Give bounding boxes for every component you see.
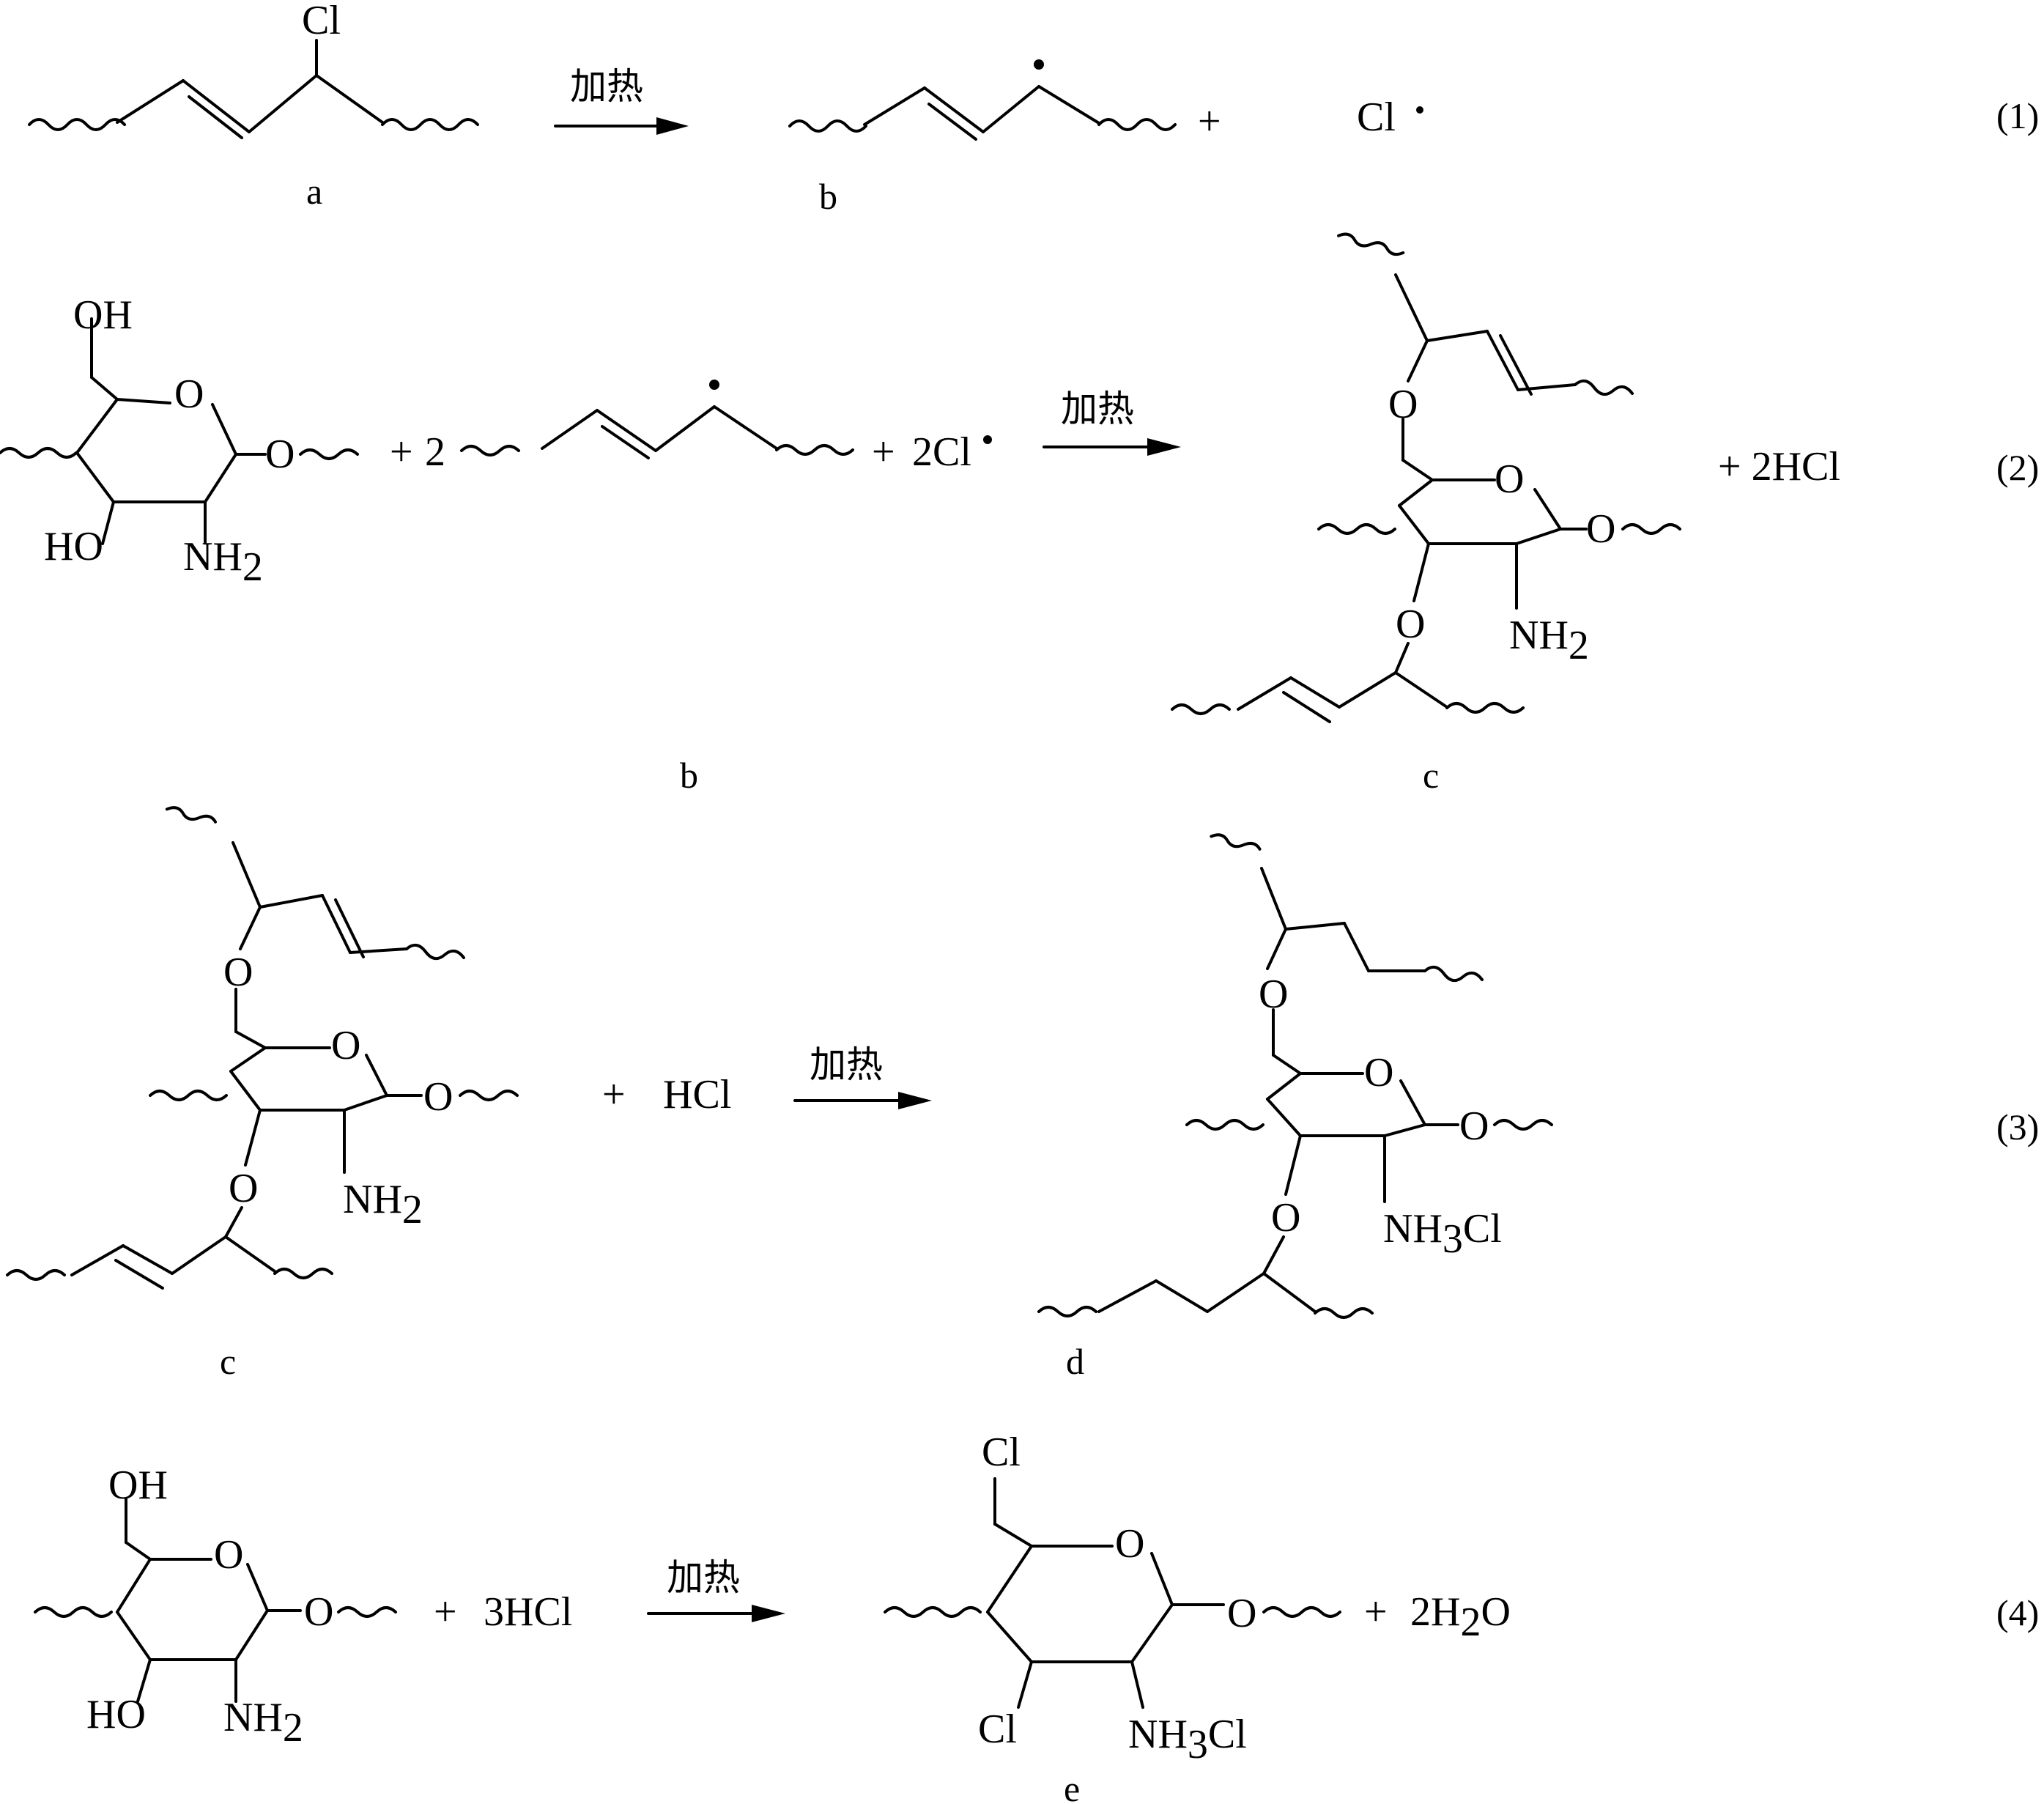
chlorine-substituent: Cl bbox=[978, 1707, 1017, 1752]
hcl-reagent: HCl bbox=[663, 1072, 731, 1117]
chlorine-substituent: Cl bbox=[982, 1430, 1021, 1475]
reaction-2: OH O O HO NH2 + 2 + 2Cl b 加热 bbox=[0, 232, 2039, 796]
chlorine-radical: 2Cl bbox=[912, 429, 971, 475]
ether-oxygen: O bbox=[1271, 1195, 1300, 1241]
glucosamine-reactant: OH O O HO NH2 bbox=[34, 1463, 397, 1751]
oh-group: OH bbox=[73, 292, 133, 338]
glycosidic-oxygen: O bbox=[265, 432, 295, 477]
glycosidic-oxygen: O bbox=[1459, 1104, 1489, 1149]
plus-sign: + bbox=[872, 429, 895, 475]
ether-oxygen: O bbox=[229, 1166, 258, 1211]
label-a: a bbox=[306, 171, 322, 212]
compound-a-structure: Cl bbox=[28, 0, 479, 139]
ring-oxygen: O bbox=[174, 371, 204, 417]
label-e: e bbox=[1064, 1768, 1080, 1804]
reaction-number: (2) bbox=[1996, 447, 2039, 488]
ether-oxygen: O bbox=[1388, 382, 1418, 427]
oh-group: OH bbox=[108, 1463, 168, 1508]
arrow-label-heat: 加热 bbox=[570, 65, 643, 108]
glycosidic-oxygen: O bbox=[1586, 506, 1615, 552]
glycosidic-oxygen: O bbox=[423, 1074, 453, 1120]
reaction-arrow bbox=[647, 1605, 785, 1622]
ring-oxygen: O bbox=[214, 1532, 243, 1578]
reaction-number: (3) bbox=[1996, 1106, 2039, 1147]
label-c: c bbox=[1423, 755, 1439, 796]
ring-oxygen: O bbox=[331, 1023, 360, 1068]
compound-b-structure bbox=[788, 59, 1177, 141]
chlorine-radical: Cl bbox=[1357, 95, 1396, 140]
glycosidic-oxygen: O bbox=[304, 1589, 333, 1635]
ring-oxygen: O bbox=[1115, 1521, 1144, 1567]
amino-group: NH2 bbox=[223, 1695, 303, 1751]
compound-c-structure: O O O O NH2 bbox=[1171, 232, 1681, 723]
glycosidic-oxygen: O bbox=[1227, 1591, 1256, 1636]
reaction-number: (1) bbox=[1996, 95, 2039, 136]
reaction-1: Cl a 加热 + Cl b (1) bbox=[28, 0, 2039, 217]
hcl-reagent: 3HCl bbox=[484, 1589, 572, 1635]
reaction-arrow bbox=[554, 117, 689, 135]
arrow-label-heat: 加热 bbox=[810, 1043, 883, 1086]
radical-dot bbox=[1034, 59, 1044, 70]
ammonium-chloride-group: NH3Cl bbox=[1128, 1712, 1247, 1767]
ho-group: HO bbox=[86, 1692, 146, 1737]
ring-oxygen: O bbox=[1495, 456, 1524, 502]
arrow-label-heat: 加热 bbox=[1061, 388, 1134, 430]
plus-sign: + bbox=[1198, 99, 1221, 144]
radical-dot bbox=[1416, 106, 1423, 114]
side-product-hcl: + 2HCl bbox=[1718, 444, 1840, 489]
compound-d-structure: O O O O NH3Cl bbox=[1037, 833, 1553, 1319]
amino-group: NH2 bbox=[1509, 613, 1589, 668]
reaction-number: (4) bbox=[1996, 1592, 2039, 1633]
arrow-label-heat: 加热 bbox=[667, 1556, 740, 1599]
ho-group: HO bbox=[44, 524, 103, 569]
plus-sign: + bbox=[602, 1072, 626, 1117]
label-d: d bbox=[1066, 1341, 1084, 1382]
radical-dot bbox=[709, 380, 719, 390]
reaction-4: OH O O HO NH2 + 3HCl 加热 Cl bbox=[34, 1430, 2039, 1804]
ether-oxygen: O bbox=[1259, 972, 1288, 1017]
reaction-arrow bbox=[1043, 438, 1181, 456]
label-b: b bbox=[819, 176, 837, 217]
reaction-arrow bbox=[793, 1092, 932, 1109]
label-c: c bbox=[220, 1341, 236, 1382]
ring-oxygen: O bbox=[1364, 1050, 1393, 1095]
compound-b-structure bbox=[460, 380, 854, 459]
amino-group: NH2 bbox=[183, 534, 263, 590]
compound-e-structure: Cl O O Cl NH3Cl bbox=[884, 1430, 1341, 1767]
plus-sign: + bbox=[434, 1589, 457, 1635]
reaction-3: O O O O NH2 c + HCl 加热 bbox=[6, 806, 2039, 1382]
water-product: 2H2O bbox=[1410, 1589, 1511, 1645]
radical-dot bbox=[983, 435, 992, 444]
coefficient: 2 bbox=[425, 429, 445, 475]
label-b: b bbox=[680, 755, 698, 796]
plus-sign: + bbox=[1364, 1589, 1388, 1635]
ammonium-chloride-group: NH3Cl bbox=[1383, 1206, 1502, 1262]
amino-group: NH2 bbox=[343, 1177, 423, 1232]
ether-oxygen: O bbox=[223, 950, 253, 995]
glucosamine-reactant: OH O O HO NH2 bbox=[0, 292, 359, 590]
ether-oxygen: O bbox=[1396, 602, 1425, 647]
compound-c-structure: O O O O NH2 bbox=[6, 806, 519, 1290]
plus-sign: + bbox=[390, 429, 413, 475]
chlorine-substituent: Cl bbox=[302, 0, 341, 43]
